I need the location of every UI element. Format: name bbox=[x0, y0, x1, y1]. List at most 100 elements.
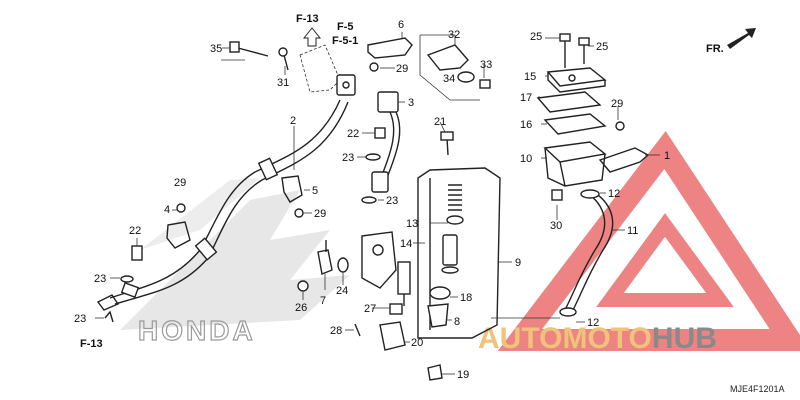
bolt-26 bbox=[297, 280, 309, 292]
callout-23: 23 bbox=[386, 195, 398, 207]
callout-33: 33 bbox=[480, 59, 492, 71]
callout-16: 16 bbox=[520, 119, 532, 131]
bolt-25b bbox=[578, 37, 590, 64]
callout-29: 29 bbox=[174, 177, 186, 189]
callout-3: 3 bbox=[408, 97, 414, 109]
oring-24 bbox=[337, 257, 349, 273]
callout-25: 25 bbox=[530, 31, 542, 43]
callout-21: 21 bbox=[434, 116, 446, 128]
pin-19 bbox=[427, 364, 443, 381]
nut-27 bbox=[389, 303, 403, 315]
callout-26: 26 bbox=[295, 302, 307, 314]
callout-20: 20 bbox=[411, 337, 423, 349]
callout-22: 22 bbox=[347, 128, 359, 140]
callout-5: 5 bbox=[312, 185, 318, 197]
diaphragm-plate-17 bbox=[536, 91, 602, 113]
piston-box bbox=[417, 167, 501, 339]
washer-23b bbox=[361, 196, 377, 204]
pin-28 bbox=[354, 323, 361, 337]
callout-6: 6 bbox=[398, 19, 404, 31]
nut-33 bbox=[479, 79, 491, 89]
callout-25: 25 bbox=[596, 41, 608, 53]
callout-7: 7 bbox=[320, 295, 326, 307]
diaphragm-16 bbox=[543, 113, 607, 135]
reservoir-10 bbox=[543, 141, 607, 187]
master-body-24 bbox=[361, 231, 397, 289]
ref-f13-top: F-13 bbox=[296, 13, 319, 25]
hose-end-left bbox=[96, 294, 120, 311]
spring-13 bbox=[446, 184, 464, 225]
callout-29: 29 bbox=[314, 208, 326, 220]
callout-8: 8 bbox=[454, 316, 460, 328]
ref-f13-bottom: F-13 bbox=[80, 338, 103, 350]
callout-12: 12 bbox=[587, 317, 599, 329]
bolt-21 bbox=[440, 131, 454, 156]
callout-14: 14 bbox=[400, 238, 412, 250]
bolt-29d bbox=[176, 203, 186, 213]
brake-hose-short bbox=[371, 91, 401, 193]
callout-11: 11 bbox=[627, 225, 638, 237]
watermark-triangle bbox=[497, 130, 800, 351]
callout-27: 27 bbox=[364, 303, 376, 315]
boot-8 bbox=[427, 303, 449, 328]
washer-23a bbox=[365, 153, 381, 161]
callout-34: 34 bbox=[443, 73, 455, 85]
front-arrow-icon bbox=[727, 28, 756, 49]
callout-23: 23 bbox=[74, 313, 86, 325]
bolt-31 bbox=[278, 47, 289, 71]
callout-4: 4 bbox=[164, 204, 170, 216]
callout-30: 30 bbox=[550, 220, 562, 232]
clevis-20 bbox=[379, 321, 406, 351]
piston-14 bbox=[441, 234, 459, 274]
callout-31: 31 bbox=[277, 77, 289, 89]
ref-f5: F-5 bbox=[337, 21, 354, 33]
master-cylinder-cap bbox=[546, 67, 607, 93]
callout-12: 12 bbox=[608, 188, 620, 200]
bolt-29b bbox=[615, 121, 625, 131]
ref-f5-1: F-5-1 bbox=[332, 35, 358, 47]
callout-17: 17 bbox=[520, 92, 532, 104]
callout-19: 19 bbox=[457, 369, 469, 381]
bolt-25a bbox=[559, 33, 571, 68]
callout-28: 28 bbox=[330, 325, 342, 337]
push-rod bbox=[397, 261, 411, 306]
bracket-1 bbox=[598, 147, 650, 173]
fitting-7 bbox=[317, 240, 333, 275]
bolt-29c bbox=[294, 208, 304, 218]
clip-23d bbox=[104, 310, 114, 323]
grommet-34 bbox=[457, 71, 475, 83]
callout-29: 29 bbox=[396, 63, 408, 75]
brand-text: HONDA bbox=[138, 315, 256, 346]
bolt-35 bbox=[229, 41, 269, 57]
diagram-code: MJE4F1201A bbox=[730, 384, 785, 394]
leader-lines bbox=[95, 32, 660, 375]
callout-23: 23 bbox=[342, 152, 354, 164]
callout-18: 18 bbox=[460, 292, 472, 304]
callout-10: 10 bbox=[520, 153, 532, 165]
callout-labels: 35 31 6 29 32 34 33 25 25 15 17 29 16 10… bbox=[74, 19, 670, 381]
seal-18 bbox=[429, 286, 451, 300]
washer-23c bbox=[120, 275, 134, 283]
clamp-4 bbox=[166, 221, 191, 249]
callout-13: 13 bbox=[406, 218, 418, 230]
callout-2: 2 bbox=[290, 115, 296, 127]
watermark-text: AUTOMOTOHUB bbox=[478, 322, 717, 355]
up-arrow-icon bbox=[302, 27, 322, 47]
callout-24: 24 bbox=[336, 285, 348, 297]
bolt-30 bbox=[551, 189, 563, 201]
callout-9: 9 bbox=[515, 257, 521, 269]
bracket-32 bbox=[426, 44, 469, 71]
callout-32: 32 bbox=[448, 29, 460, 41]
bolt-22b bbox=[131, 245, 143, 261]
callout-22: 22 bbox=[129, 225, 141, 237]
callout-1: 1 bbox=[664, 150, 670, 162]
callout-29: 29 bbox=[611, 98, 623, 110]
hose-joint-top bbox=[336, 74, 356, 96]
brake-hose-long bbox=[109, 99, 349, 305]
honda-wing-watermark bbox=[120, 178, 350, 330]
callout-23: 23 bbox=[94, 273, 106, 285]
callout-35: 35 bbox=[210, 43, 222, 55]
bracket-6 bbox=[367, 37, 413, 59]
